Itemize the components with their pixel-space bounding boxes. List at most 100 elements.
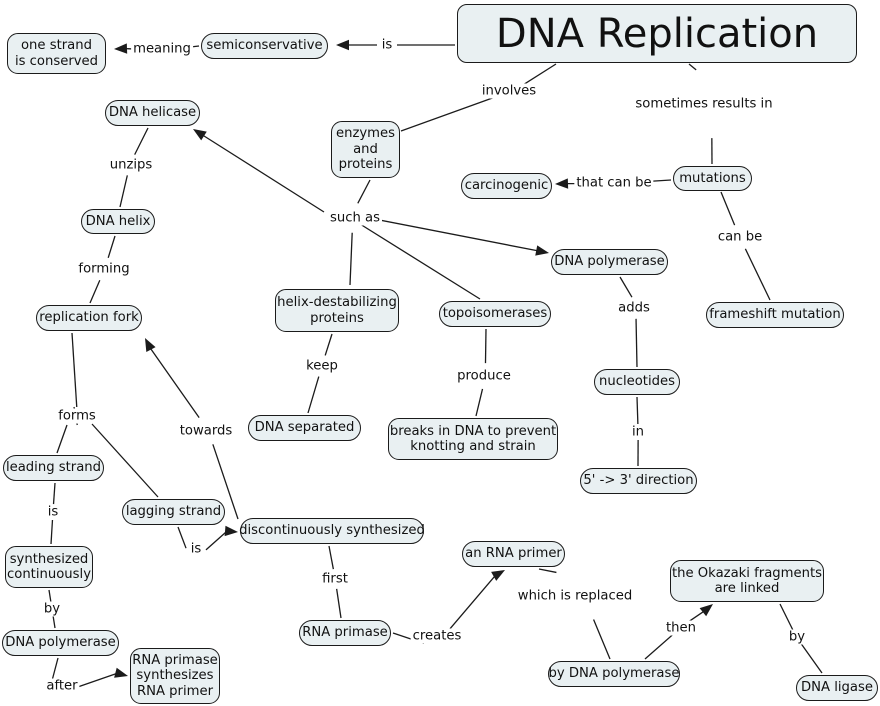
- arrowhead-e_poly_then: [699, 604, 713, 617]
- edge-line-e_topo_breaks-a: [484, 328, 487, 364]
- arrowhead-e_suchas_poly: [535, 245, 549, 256]
- edge-line-e_discont_fork-b: [149, 347, 200, 419]
- concept-node-lagging_strand[interactable]: lagging strand: [122, 499, 225, 525]
- concept-node-nucleotides[interactable]: nucleotides: [594, 369, 680, 395]
- edge-line-e_okazaki_by-a: [779, 603, 794, 632]
- concept-node-mutations[interactable]: mutations: [673, 166, 752, 191]
- concept-node-discont_synth[interactable]: discontinuously synthesized: [239, 518, 425, 544]
- edge-label-e_discont_first: first: [320, 571, 350, 587]
- edge-line-e_lagging_is-a: [177, 526, 187, 549]
- concept-node-frameshift[interactable]: frameshift mutation: [706, 302, 844, 328]
- concept-node-enzymes[interactable]: enzymes and proteins: [331, 121, 400, 178]
- edge-line-e_primer_replaced-a: [538, 568, 557, 574]
- concept-node-dna_helicase[interactable]: DNA helicase: [105, 100, 200, 126]
- edge-label-e_title_mutations: sometimes results in: [633, 96, 775, 112]
- edge-label-e_primer_replaced: which is replaced: [515, 588, 635, 604]
- edge-line-e_synth_by-b: [52, 615, 56, 629]
- edge-label-e_leading_is: is: [45, 504, 61, 520]
- edge-label-e_topo_breaks: produce: [455, 368, 513, 384]
- edge-line-e_suchas_topo: [359, 223, 481, 300]
- edge-line-e_discont_first-b: [336, 588, 342, 619]
- edge-label-e_fork_forms: forms: [56, 408, 98, 424]
- concept-node-synth_cont[interactable]: synthesized continuously: [5, 546, 93, 588]
- edge-label-e_semi_onestrand: meaning: [131, 41, 193, 57]
- edge-line-e_helicase_helix-a: [134, 127, 149, 155]
- edge-line-e_primase_creates-b: [449, 574, 496, 630]
- arrowhead-e_mut_carcino: [555, 178, 569, 189]
- concept-node-semiconservative[interactable]: semiconservative: [201, 33, 328, 59]
- arrowhead-e_poly_after: [114, 667, 128, 678]
- concept-node-by_dna_poly[interactable]: by DNA polymerase: [548, 661, 680, 687]
- edge-label-e_title_semi: is: [379, 37, 395, 53]
- concept-node-carcinogenic[interactable]: carcinogenic: [461, 173, 552, 199]
- page-title[interactable]: DNA Replication: [457, 4, 857, 63]
- edge-label-e_helix_fork: forming: [76, 261, 132, 277]
- edge-line-e_helix_fork-a: [107, 235, 116, 258]
- edge-line-e_forms_leading: [56, 424, 68, 454]
- concept-node-leading_strand[interactable]: leading strand: [3, 455, 104, 481]
- arrowhead-e_discont_fork: [145, 338, 156, 352]
- edge-label-e_nucl_dir: in: [629, 424, 647, 440]
- arrowhead-e_semi_onestrand: [114, 43, 128, 54]
- edge-line-e_poly_adds-b: [635, 318, 638, 368]
- edge-line-e_primer_replaced-b: [592, 619, 611, 660]
- edge-line-e_mut_frameshift-b: [744, 248, 771, 301]
- edge-line-e_synth_by-a: [48, 589, 52, 603]
- concept-node-dna_ligase[interactable]: DNA ligase: [796, 675, 878, 701]
- concept-node-one_strand[interactable]: one strand is conserved: [7, 33, 106, 74]
- concept-node-replication_fork[interactable]: replication fork: [36, 305, 142, 331]
- edge-line-e_enz_suchas-a: [357, 179, 371, 204]
- concept-node-topoisomerases[interactable]: topoisomerases: [439, 301, 551, 327]
- concept-node-breaks_dna[interactable]: breaks in DNA to prevent knotting and st…: [388, 418, 558, 460]
- concept-node-dna_poly_left[interactable]: DNA polymerase: [2, 630, 119, 656]
- edge-label-e_poly_then: then: [663, 620, 699, 636]
- edge-label-e_primase_creates: creates: [410, 628, 464, 644]
- edge-line-e_lagging_is-b: [205, 530, 228, 551]
- concept-node-dna_polymerase_r[interactable]: DNA polymerase: [551, 249, 668, 275]
- edge-label-e_lagging_is: is: [188, 541, 204, 557]
- edge-label-e_mut_carcino: that can be: [574, 175, 654, 191]
- edge-line-e_topo_breaks-b: [475, 388, 484, 417]
- concept-node-helix_destab[interactable]: helix-destabilizing proteins: [275, 289, 399, 332]
- edge-line-e_discont_first-a: [328, 545, 334, 570]
- edge-label-e_okazaki_by: by: [786, 629, 808, 645]
- edge-label-e_discont_fork: towards: [177, 423, 235, 439]
- arrowhead-e_primase_creates: [491, 570, 505, 581]
- edge-line-e_leading_is-a: [52, 482, 56, 505]
- edge-line-e_title_enzymes-b: [400, 96, 496, 132]
- edge-line-e_helicase_helix-b: [119, 175, 128, 208]
- edge-line-e_poly_adds-a: [619, 276, 633, 298]
- arrowhead-e_title_semi: [336, 39, 349, 51]
- edge-line-e_title_enzymes-a: [522, 63, 557, 86]
- edge-label-e_mut_frameshift: can be: [715, 229, 765, 245]
- concept-node-okazaki[interactable]: the Okazaki fragments are linked: [670, 560, 824, 602]
- edge-label-e_helicase_helix: unzips: [107, 157, 155, 173]
- edge-label-e_poly_adds: adds: [616, 300, 652, 316]
- edge-line-e_helixd_sep-b: [307, 376, 320, 414]
- edge-line-e_helixd_sep-a: [324, 333, 333, 356]
- edge-line-e_title_mutations-a: [688, 63, 697, 71]
- edge-line-e_helix_fork-b: [89, 279, 101, 304]
- edge-line-e_suchas_poly: [368, 217, 539, 252]
- concept-node-an_rna_primer[interactable]: an RNA primer: [462, 541, 565, 567]
- edge-label-e_enz_suchas: such as: [328, 210, 382, 226]
- concept-node-rna_prim_synth[interactable]: RNA primase synthesizes RNA primer: [130, 648, 220, 704]
- edge-label-e_synth_by: by: [41, 601, 63, 617]
- arrowhead-e_lagging_is: [224, 525, 238, 537]
- edge-label-e_helixd_sep: keep: [304, 358, 340, 374]
- concept-node-dna_helix[interactable]: DNA helix: [81, 209, 155, 234]
- edge-line-e_poly_then-a: [644, 634, 673, 660]
- edge-line-e_enz_suchas-b: [349, 232, 353, 286]
- edge-line-e_leading_is-b: [50, 519, 54, 545]
- concept-node-dna_separated[interactable]: DNA separated: [248, 415, 361, 441]
- edge-line-e_okazaki_by-b: [800, 642, 823, 674]
- edge-label-e_poly_after: after: [44, 678, 80, 694]
- concept-node-rna_primase[interactable]: RNA primase: [299, 620, 391, 646]
- edge-line-e_suchas_helicase: [201, 134, 325, 213]
- arrowhead-e_suchas_helicase: [193, 129, 207, 141]
- edge-line-e_fork_forms-a: [71, 332, 78, 408]
- edge-line-e_mut_frameshift-a: [720, 191, 736, 226]
- edge-label-e_title_enzymes: involves: [479, 83, 539, 99]
- concept-node-five_three[interactable]: 5' -> 3' direction: [580, 468, 697, 494]
